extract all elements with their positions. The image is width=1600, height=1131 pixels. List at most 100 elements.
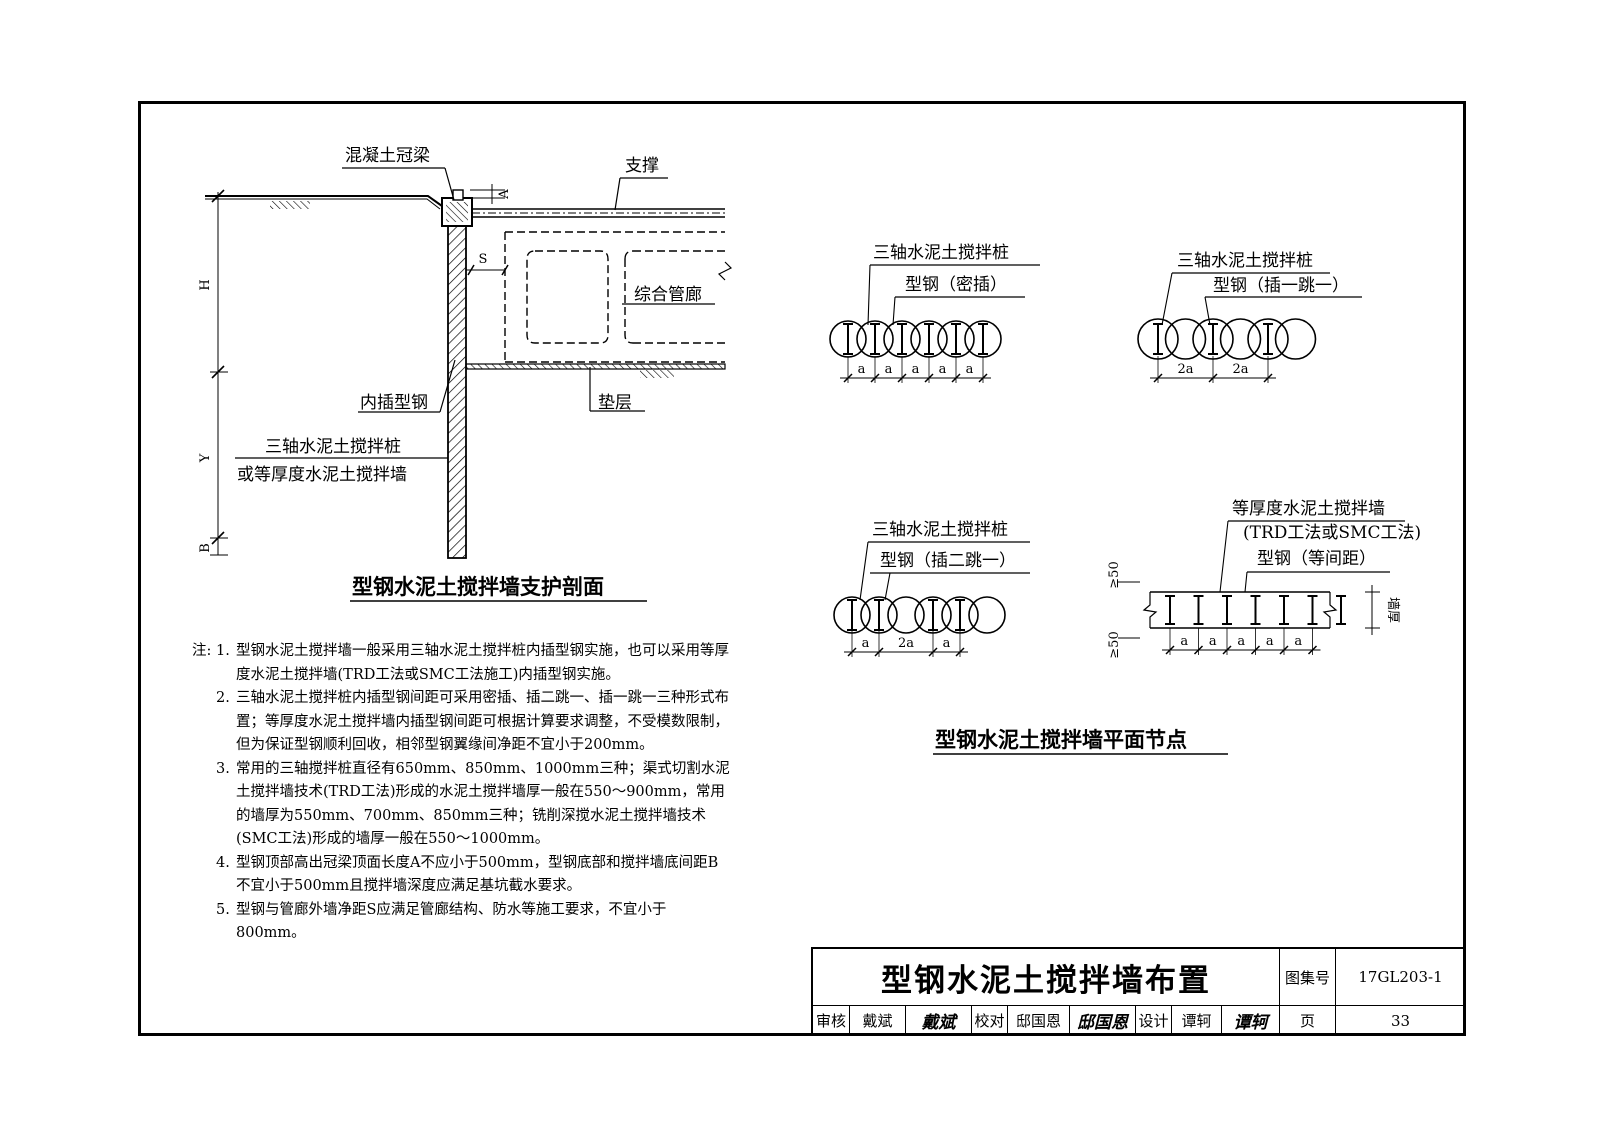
dim-tick (1250, 645, 1261, 655)
dim-label: a (1294, 634, 1302, 649)
dim-tick (928, 647, 938, 657)
page-number: 33 (1335, 1005, 1465, 1035)
dim-label: a (885, 362, 893, 377)
dim-tick (874, 647, 884, 657)
plan-node-insert-one-skip-one: 三轴水泥土搅拌桩 型钢（插一跳一） 2a 2a (1137, 251, 1362, 383)
node1-piles (829, 320, 1002, 358)
note-item: 5. 型钢与管廊外墙净距S应满足管廊结构、防水等施工要求，不宜小于800mm。 (192, 899, 732, 946)
page-label: 页 (1279, 1005, 1335, 1035)
pile-circle (968, 596, 1006, 634)
dim-label: 2a (1177, 362, 1193, 377)
note-text: 三轴水泥土搅拌桩内插型钢间距可采用密插、插二跳一、插一跳一三种形式布置；等厚度水… (236, 690, 729, 753)
note-item: 注:1.型钢水泥土搅拌墙一般采用三轴水泥土搅拌桩内插型钢实施，也可以采用等厚度水… (192, 640, 732, 687)
dim-tick (1208, 373, 1218, 383)
note-item: 4. 型钢顶部高出冠梁顶面长度A不应小于500mm，型钢底部和搅拌墙底间距B不宜小… (192, 852, 732, 899)
section-caption: 型钢水泥土搅拌墙支护剖面 (352, 574, 604, 599)
node4-cover-bottom: ≥50 (1107, 631, 1122, 658)
dim-tick (1165, 645, 1175, 655)
atlas-number: 17GL203-1 (1335, 949, 1465, 1005)
designer-name: 谭轲 (1171, 1005, 1221, 1035)
dim-b: B (198, 543, 213, 553)
note-text: 型钢顶部高出冠梁顶面长度A不应小于500mm，型钢底部和搅拌墙底间距B不宜小于5… (236, 854, 719, 895)
dim-tick (1307, 645, 1318, 655)
dim-label: a (1180, 634, 1188, 649)
node4-line3: 型钢（等间距） (1257, 549, 1376, 569)
node3-line2: 型钢（插二跳一） (880, 551, 1016, 571)
dim-label: a (939, 362, 947, 377)
designer-signature: 谭轲 (1221, 1005, 1279, 1035)
dim-label: a (966, 362, 974, 377)
dim-tick (955, 647, 965, 657)
note-text: 常用的三轴搅拌桩直径有650mm、850mm、1000mm三种；渠式切割水泥土搅… (236, 760, 730, 848)
pile-circle (1164, 318, 1207, 360)
reviewer-signature: 戴斌 (905, 1005, 971, 1035)
drawing-frame (138, 101, 1466, 1036)
reviewer-name: 戴斌 (849, 1005, 905, 1035)
label-pile-line1: 三轴水泥土搅拌桩 (265, 437, 401, 457)
dim-tick (1222, 645, 1232, 655)
ground-line (205, 195, 443, 207)
node3-line1: 三轴水泥土搅拌桩 (872, 520, 1008, 540)
utility-tunnel (504, 231, 725, 363)
node2-line1: 三轴水泥土搅拌桩 (1177, 251, 1313, 271)
dim-label: 2a (1232, 362, 1248, 377)
dim-tick (1153, 373, 1163, 383)
note-number: 4. (216, 854, 230, 871)
node4-line1: 等厚度水泥土搅拌墙 (1232, 499, 1385, 519)
dim-label: a (858, 362, 866, 377)
dim-tick (951, 373, 961, 383)
note-number: 5. (216, 901, 230, 918)
plan-caption: 型钢水泥土搅拌墙平面节点 (935, 727, 1187, 752)
label-cushion: 垫层 (598, 393, 632, 413)
dim-tick (1279, 645, 1289, 655)
atlas-label: 图集号 (1279, 949, 1335, 1005)
node4-line2: (TRD工法或SMC工法) (1243, 523, 1421, 543)
dim-label: 2a (898, 636, 914, 651)
note-number: 2. (216, 690, 230, 706)
label-utility-tunnel: 综合管廊 (634, 285, 702, 305)
dim-tick (843, 373, 853, 383)
dim-label: a (1237, 634, 1245, 649)
dim-label: a (1266, 634, 1274, 649)
node2-line2: 型钢（插一跳一） (1213, 276, 1349, 296)
dim-tick (924, 373, 934, 383)
node4-cover-top: ≥50 (1107, 561, 1122, 588)
dim-label: a (912, 362, 920, 377)
title-block: 型钢水泥土搅拌墙布置 图集号 17GL203-1 审核 戴斌 戴斌 校对 邸国恩… (811, 947, 1465, 1035)
dim-tick (1263, 373, 1273, 383)
dim-tick (978, 373, 988, 383)
review-label: 审核 (813, 1005, 849, 1035)
node3-piles (833, 596, 1006, 634)
soil-hatch (270, 201, 310, 209)
label-inserted-steel: 内插型钢 (360, 393, 428, 413)
notes: 注:1.型钢水泥土搅拌墙一般采用三轴水泥土搅拌桩内插型钢实施，也可以采用等厚度水… (192, 640, 732, 946)
node1-line1: 三轴水泥土搅拌桩 (873, 243, 1009, 263)
drawing-title: 型钢水泥土搅拌墙布置 (881, 962, 1211, 999)
dim-s: S (479, 252, 488, 267)
dim-tick (1193, 645, 1204, 655)
node2-dimensions: 2a 2a (1150, 356, 1276, 383)
strut (472, 208, 725, 218)
dim-y: Y (198, 453, 213, 463)
dim-h: H (198, 279, 213, 290)
note-number: 1. (216, 643, 230, 659)
checker-name: 邸国恩 (1007, 1005, 1069, 1035)
note-item: 3.常用的三轴搅拌桩直径有650mm、850mm、1000mm三种；渠式切割水泥… (192, 758, 732, 852)
vertical-dimensions (210, 189, 228, 556)
dim-label: a (862, 636, 870, 651)
node4-steel-sections (1165, 595, 1346, 625)
checker-signature: 邸国恩 (1069, 1005, 1135, 1035)
support-section: H Y B A S 混凝土冠梁 支撑 (198, 146, 733, 602)
design-label: 设计 (1135, 1005, 1171, 1035)
pile-circle (1219, 318, 1262, 360)
note-text: 型钢与管廊外墙净距S应满足管廊结构、防水等施工要求，不宜小于800mm。 (236, 901, 667, 942)
dim-label: a (1209, 634, 1217, 649)
pile-circle (1274, 318, 1317, 360)
node2-piles (1137, 318, 1317, 360)
notes-head: 注: (192, 643, 212, 659)
node1-line2: 型钢（密插） (905, 275, 1007, 295)
